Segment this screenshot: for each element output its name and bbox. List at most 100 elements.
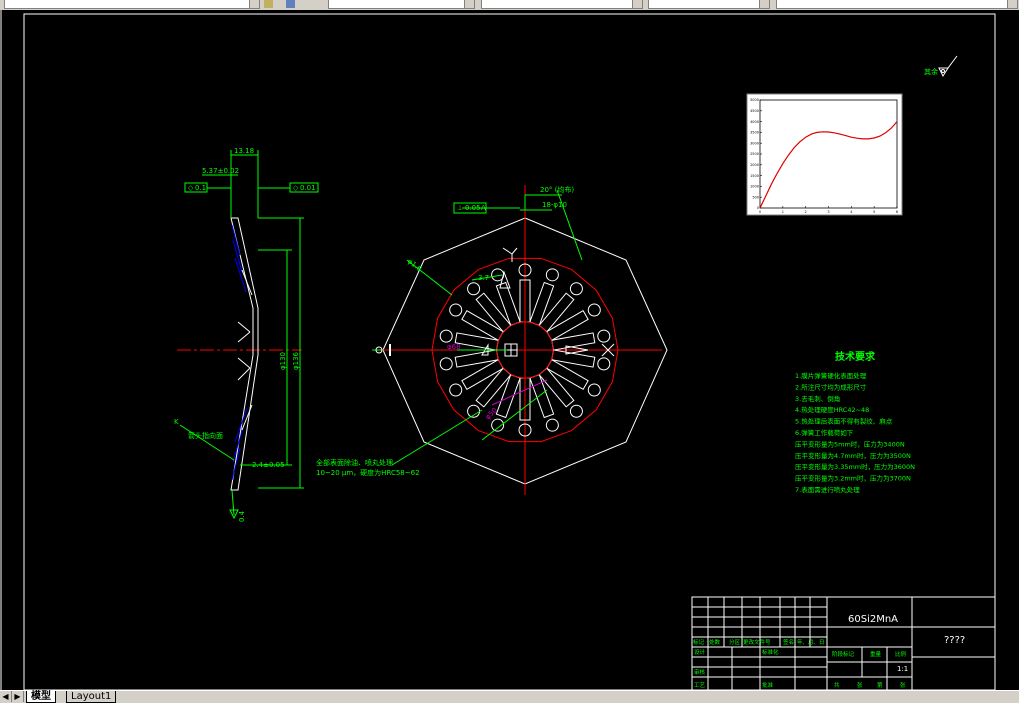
k-label: K	[174, 418, 179, 426]
slot-hole	[467, 282, 481, 296]
title-block-right-label: 重量	[870, 650, 882, 658]
finger-slot	[454, 332, 499, 351]
chart-y-tick-label: 3500	[750, 131, 759, 135]
chart-y-tick-label: 1500	[750, 174, 759, 178]
chart-x-tick-label: 5	[873, 210, 875, 214]
note-line1: 全部表面除油、喷丸处理	[316, 458, 393, 467]
slot-hole	[449, 383, 463, 397]
dim-offset-small: 3.7	[478, 274, 489, 282]
slot-hole	[545, 268, 559, 282]
layer-previous-icon[interactable]	[286, 0, 295, 8]
lineweight-combo[interactable]	[648, 0, 770, 9]
slot-hole	[587, 303, 601, 317]
side-slots	[237, 269, 253, 431]
chart-y-tick-label: 2500	[750, 152, 759, 156]
dim-width-top: 13.18	[234, 147, 254, 155]
requirement-item: 4.热处理硬度HRC42~48	[795, 405, 869, 414]
requirement-item: 压平变形量为5mm时，压力为3400N	[795, 439, 905, 448]
scale-value: 1:1	[897, 665, 908, 673]
title-block-right-label: 阶段标记	[832, 650, 855, 658]
side-section-view	[177, 150, 319, 516]
title-block-row-label: 处数	[709, 638, 721, 646]
chart-y-tick-label: 2000	[750, 163, 759, 167]
title-block-bottom-label: 张	[857, 681, 863, 689]
tab-scroll-first-icon[interactable]: ◀	[0, 691, 12, 702]
layer-combo[interactable]	[4, 0, 260, 9]
chart-x-tick-label: 6	[896, 210, 898, 214]
toolbar	[0, 0, 1019, 10]
title-block-mid-label: 标准化	[762, 648, 779, 656]
chevron-down-icon	[464, 0, 474, 8]
position-box	[453, 202, 487, 214]
chart-y-tick-label: 3000	[750, 141, 759, 145]
section-hatch	[231, 224, 248, 481]
requirement-item: 压平变形量为4.7mm时，压力为3500N	[795, 451, 911, 460]
requirement-item: 压平变形量为3.2mm时，压力为3700N	[795, 474, 911, 483]
chevron-down-icon	[759, 0, 769, 8]
title-block-row-label: 更改文件号	[743, 638, 771, 646]
chart-y-tick-label: 4000	[750, 120, 759, 124]
dim-thickness: 2.4±0.05	[252, 461, 285, 469]
chart-y-tick-label: 1000	[750, 185, 759, 189]
title-block-bottom-label: 共	[834, 681, 840, 689]
finger-slot	[495, 281, 521, 327]
slot-hole	[587, 383, 601, 397]
plotstyle-combo[interactable]	[776, 0, 1018, 9]
layout-tabbar: ◀ ▶ 模型 Layout1	[0, 690, 1019, 703]
flatness-symbol: ◇	[188, 184, 194, 192]
dim-offset: 5.37±0.02	[202, 167, 239, 175]
front-view	[372, 185, 668, 495]
drawing-frame	[23, 13, 996, 690]
dim-angle: 20° (均布)	[540, 185, 574, 194]
note-line2: 10~20 μm，硬度为HRC58~62	[316, 468, 420, 477]
title-block-row-label: 分区	[729, 638, 741, 646]
title-block-row-labels: 标记处数分区更改文件号签名年、月、日	[693, 638, 825, 646]
title-block-row-label: 签名	[783, 638, 794, 646]
material-label: 60Si2MnA	[848, 614, 898, 625]
slot-hole	[518, 423, 532, 437]
dim-slots: 18-φ10	[542, 201, 567, 209]
finger-slot	[529, 373, 555, 419]
slot-hole	[518, 263, 532, 277]
title-block-side-label: 审核	[694, 668, 706, 676]
slot-hole	[491, 418, 505, 432]
title-block-row-label: 标记	[693, 638, 705, 646]
requirement-item: 3.去毛刺、倒角	[795, 394, 840, 403]
position-symbol: ⊥	[457, 204, 463, 212]
chart-y-tick-label: 5000	[750, 98, 759, 102]
layer-properties-icon[interactable]	[264, 0, 273, 8]
finger-slot	[546, 309, 589, 342]
tab-layout1[interactable]: Layout1	[66, 691, 117, 703]
chart-series-line	[759, 121, 898, 209]
roughness-icon	[229, 509, 239, 520]
part-name: ????	[944, 635, 965, 646]
chevron-down-icon	[249, 0, 259, 8]
color-combo[interactable]	[328, 0, 475, 9]
slot-hole	[439, 329, 453, 343]
origin-icon	[375, 346, 383, 354]
title-block-bottom-label: 张	[900, 681, 906, 689]
tab-scroll-next-icon[interactable]: ▶	[12, 691, 24, 702]
rim-polygon	[431, 257, 619, 443]
title-block-right-labels: 阶段标记重量比例	[832, 650, 907, 658]
chart-x-tick-label: 3	[827, 210, 829, 214]
compass-icon	[938, 55, 958, 78]
linetype-combo[interactable]	[481, 0, 643, 9]
parallel-box	[289, 182, 319, 193]
parallel-value: 0.01	[300, 184, 316, 192]
compass-label: 其余	[924, 67, 938, 76]
drawing-canvas[interactable]: 13.18 5.37±0.02 ◇ 0.1 ◇ 0.01 φ130 φ136 2…	[0, 10, 1019, 690]
title-block-mid-label: 批准	[762, 681, 774, 689]
slot-hole	[569, 404, 583, 418]
chart-y-tick-label: 500	[752, 195, 759, 199]
slot-hole	[449, 303, 463, 317]
title-block-side-label: 工艺	[694, 682, 706, 689]
chart-x-tick-label: 4	[850, 210, 853, 214]
requirement-item: 6.弹簧工作载荷如下	[795, 428, 854, 437]
flatness-value: 0.1	[195, 184, 206, 192]
requirement-item: 2.所注尺寸均为成形尺寸	[795, 382, 867, 391]
side-profile	[230, 217, 259, 491]
chart-x-tick-label: 0	[759, 210, 761, 214]
tab-model[interactable]: 模型	[26, 691, 56, 703]
